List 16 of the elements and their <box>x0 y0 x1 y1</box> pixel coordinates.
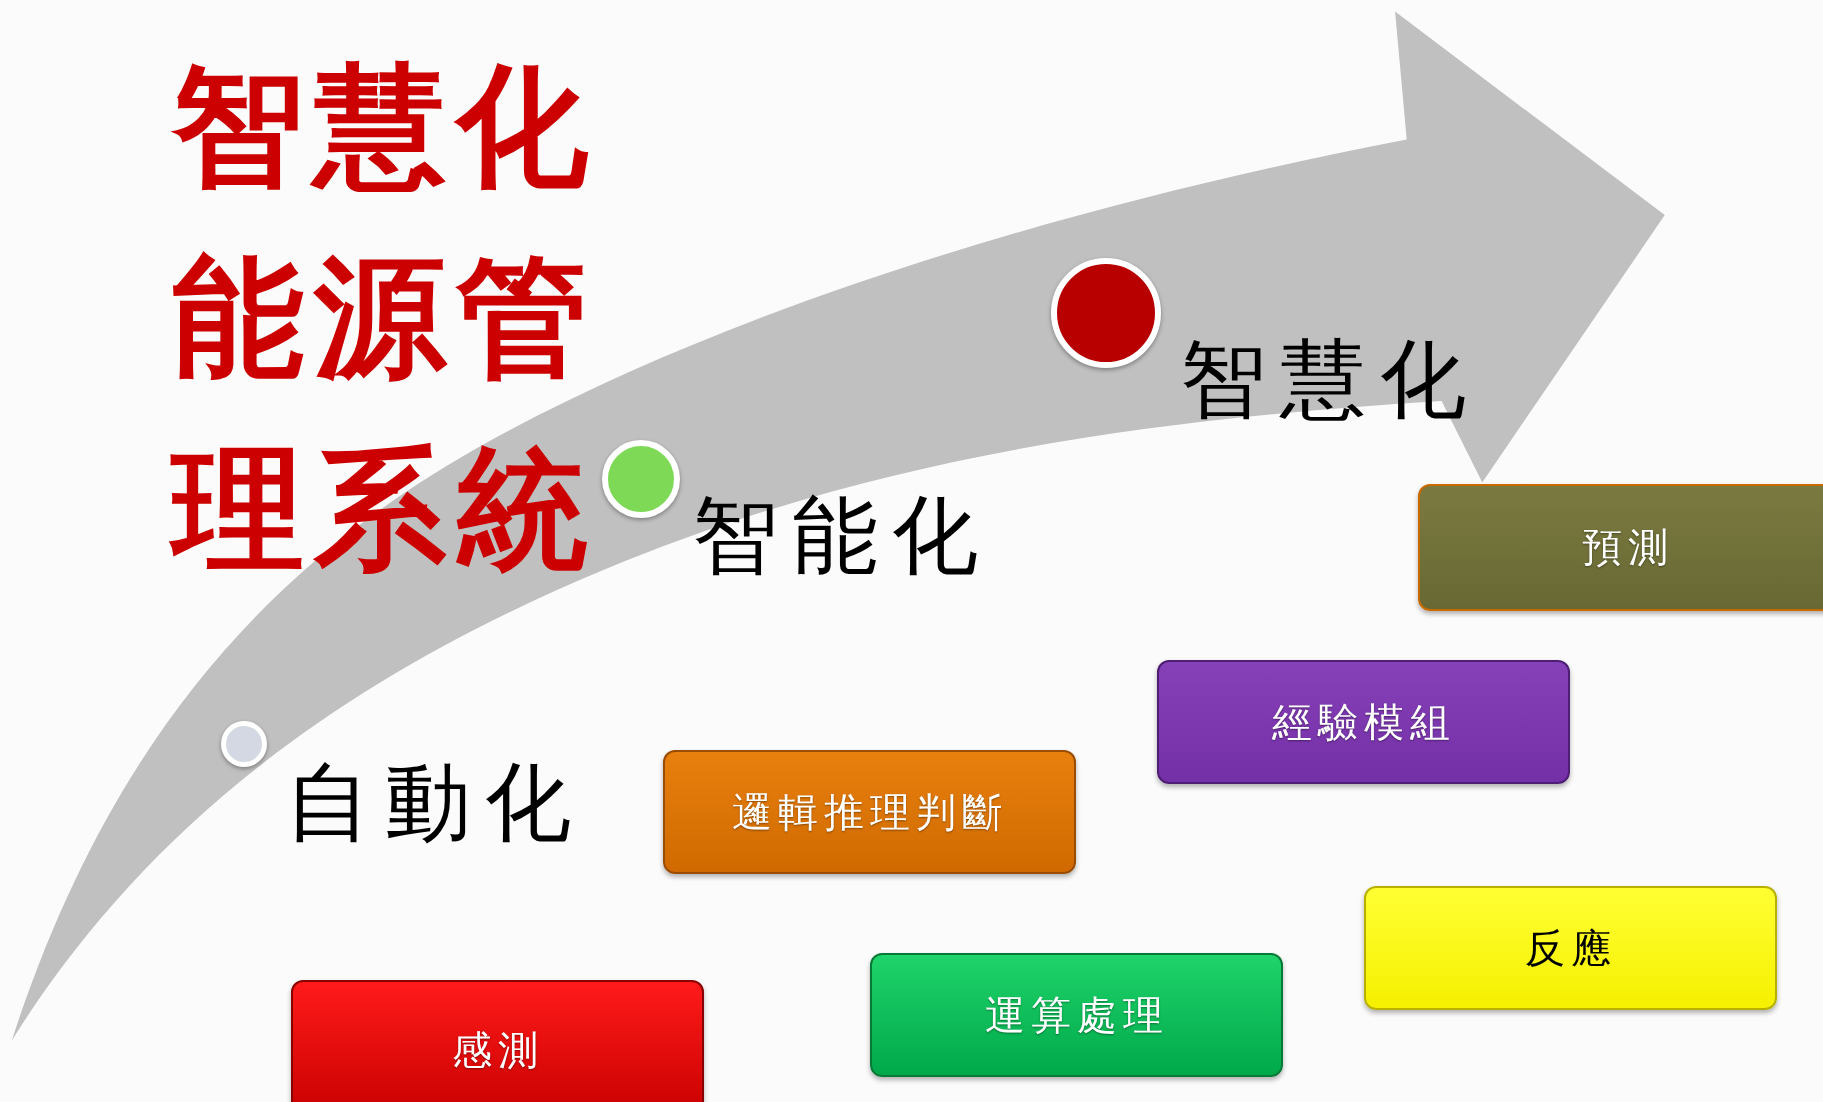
stage-label: 智能化 <box>692 484 992 587</box>
stage-label: 智慧化 <box>1180 328 1480 431</box>
step-label: 運算處理 <box>984 990 1169 1040</box>
step-label: 預測 <box>1582 523 1674 572</box>
step-box <box>1364 886 1777 1010</box>
step-label: 邏輯推理判斷 <box>731 787 1008 837</box>
step-label: 經驗模組 <box>1271 697 1456 747</box>
step-label: 感測 <box>451 1025 544 1075</box>
step-label: 反應 <box>1524 923 1617 973</box>
stage-label: 自動化 <box>285 751 585 854</box>
step-box <box>1418 484 1823 611</box>
step-box <box>663 750 1076 874</box>
step-box <box>291 980 704 1102</box>
step-box <box>870 953 1283 1077</box>
title: 智慧化能源管理系統 <box>150 30 620 605</box>
step-box <box>1157 660 1570 784</box>
